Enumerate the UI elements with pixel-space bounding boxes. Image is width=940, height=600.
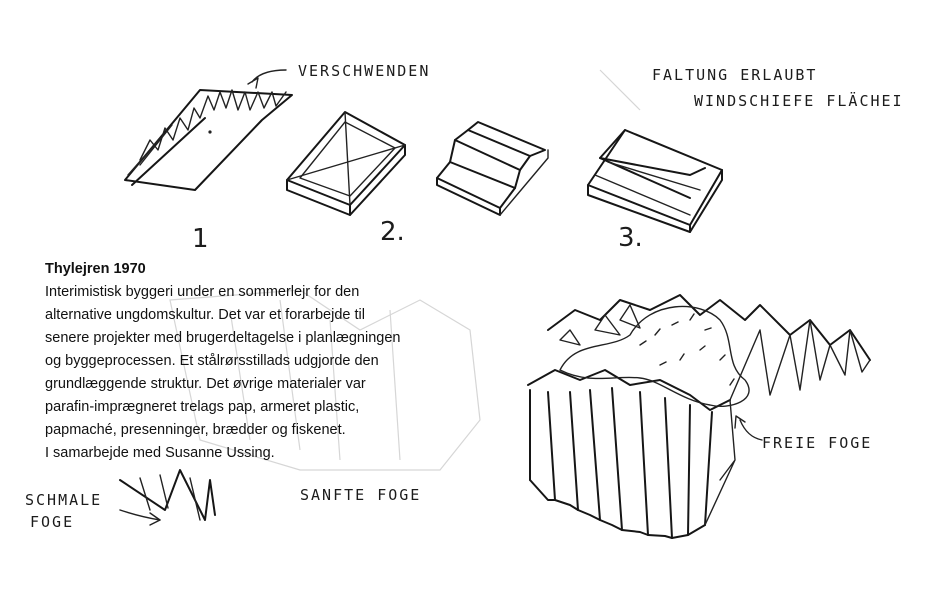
caption-line: grundlæggende struktur. Det øvrige mater…: [45, 376, 366, 392]
caption-line: parafin-imprægneret trelags pap, armeret…: [45, 399, 360, 415]
label-sanfte-foge: SANFTE FOGE: [300, 486, 421, 504]
sketch-1-sheet: [124, 69, 293, 191]
label-verschwenden: VERSCHWENDEN: [298, 62, 430, 80]
sketch-3a-steps: [436, 121, 549, 216]
label-schmale-line1: SCHMALE: [25, 491, 102, 509]
sketch-folded-pavilion: [527, 294, 871, 539]
label-number-3: 3.: [618, 223, 643, 253]
label-faltung-line2: WINDSCHIEFE FLÄCHEI: [694, 91, 904, 110]
caption-line: og byggeprocessen. Et stålrørsstillads u…: [45, 353, 379, 369]
label-faltung-line1: FALTUNG ERLAUBT: [652, 66, 817, 84]
sketch-schmale-foge: [119, 469, 216, 526]
caption-line: Interimistisk byggeri under en sommerlej…: [45, 284, 360, 300]
caption-title: Thylejren 1970: [45, 261, 146, 277]
caption-block: Thylejren 1970 Interimistisk byggeri und…: [45, 258, 465, 465]
caption-line: alternative ungdomskultur. Det var et fo…: [45, 307, 365, 323]
caption-line: senere projekter med brugerdeltagelse i …: [45, 330, 401, 346]
label-freie-foge: FREIE FOGE: [762, 434, 872, 452]
caption-line: papmaché, presenninger, brædder og fiske…: [45, 422, 346, 438]
label-schmale-line2: FOGE: [30, 513, 74, 531]
caption-line: I samarbejde med Susanne Ussing.: [45, 445, 275, 461]
label-number-1: 1: [192, 224, 209, 254]
sketch-2-pyramid: [286, 111, 406, 216]
ghost-sketch: [169, 69, 641, 471]
sketch-3b-zigzag: [587, 129, 723, 233]
label-number-2: 2.: [380, 217, 405, 247]
